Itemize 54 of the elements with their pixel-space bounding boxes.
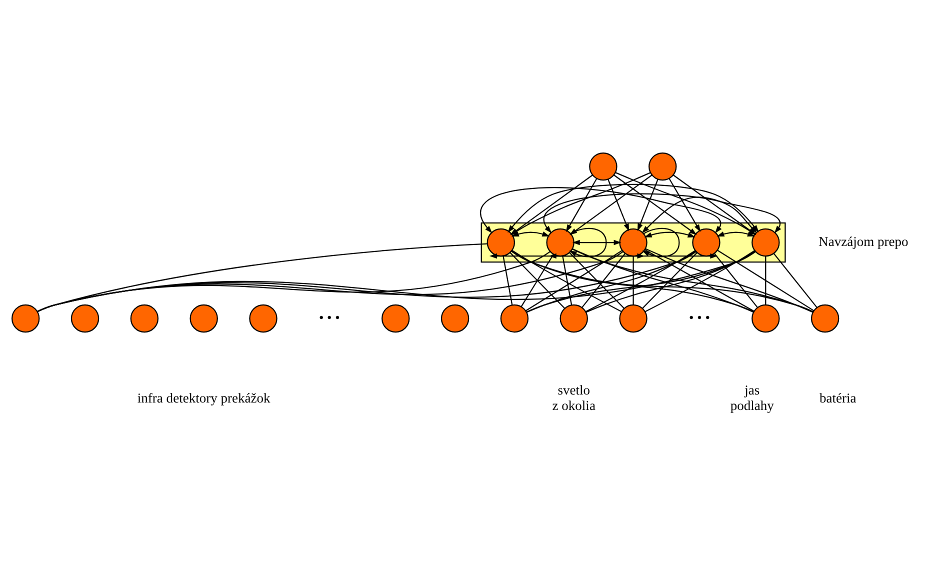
- arrow: [572, 240, 622, 246]
- arrow: [608, 179, 630, 232]
- node-circle: [12, 304, 40, 333]
- node-circle: [440, 304, 470, 333]
- node-circle: [752, 228, 780, 257]
- node-circle: [692, 228, 720, 257]
- connector: [714, 253, 758, 308]
- node-circle: [648, 152, 677, 181]
- connector: [526, 250, 696, 313]
- arrow: [716, 231, 756, 237]
- connector: [765, 256, 766, 305]
- connector: [562, 256, 572, 306]
- label: • • •: [318, 310, 340, 325]
- arrow: [480, 187, 722, 234]
- connector: [642, 252, 698, 309]
- node-circle: [589, 152, 618, 181]
- node-circle: [70, 304, 100, 333]
- connector: [511, 250, 814, 312]
- connector: [717, 250, 814, 312]
- label: jas podlahy: [730, 382, 774, 413]
- label: infra detektory prekážok: [137, 390, 270, 406]
- arrow: [511, 231, 550, 237]
- connector: [569, 252, 625, 309]
- node-label: Navzájom prepo: [818, 234, 908, 249]
- arrow: [566, 178, 598, 232]
- node-circle: [249, 304, 278, 333]
- node-circle: [130, 304, 159, 333]
- connector: [582, 253, 626, 308]
- connector: [773, 253, 818, 308]
- connector: [632, 256, 634, 305]
- node-circle: [619, 304, 648, 333]
- node-circle: [500, 304, 529, 333]
- node-circle: [810, 304, 840, 333]
- node-circle: [486, 228, 516, 257]
- node-circle: [546, 228, 574, 257]
- arrow: [668, 178, 701, 232]
- arrow: [642, 228, 680, 258]
- arrow: [644, 232, 696, 238]
- node-circle: [190, 304, 218, 333]
- connector: [502, 256, 513, 306]
- node-circle: [382, 304, 410, 333]
- label: svetlo z okolia: [552, 382, 596, 413]
- arrow: [637, 179, 658, 232]
- connector: [645, 248, 814, 313]
- node-circle: [560, 304, 588, 333]
- connector: [520, 254, 554, 307]
- label: • • •: [688, 310, 710, 325]
- arrow: [614, 174, 697, 235]
- node-circle: [619, 228, 648, 257]
- connector: [510, 252, 566, 309]
- node-circle: [752, 304, 780, 333]
- label: batéria: [819, 390, 856, 406]
- connector: [572, 248, 814, 312]
- connector: [586, 250, 696, 312]
